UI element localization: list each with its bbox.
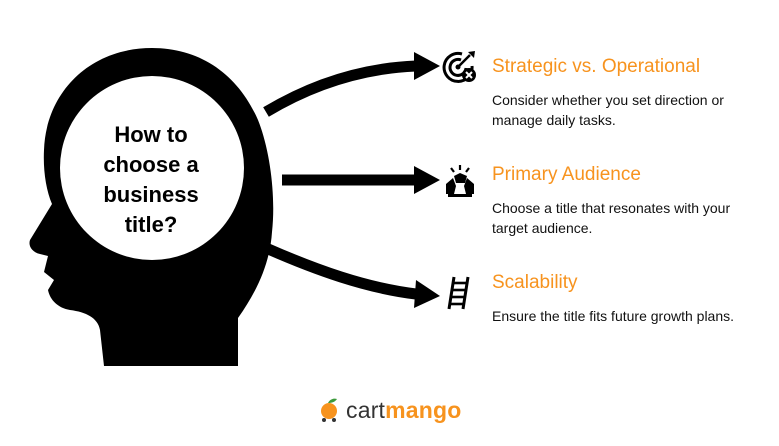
arrow-bottom-head <box>414 280 440 308</box>
item-title-scalability: Scalability <box>492 272 578 293</box>
item-title-audience: Primary Audience <box>492 164 641 185</box>
mango-cart-icon <box>321 398 337 422</box>
ladder-icon <box>447 276 470 310</box>
brand-logo: cartmango <box>318 396 462 424</box>
item-desc-scalability: Ensure the title fits future growth plan… <box>492 308 735 324</box>
center-line: choose a <box>103 152 199 177</box>
center-line: How to <box>114 122 188 147</box>
brand-text-cart: cart <box>346 396 386 423</box>
item-desc-strategic: Consider whether you set direction or ma… <box>492 92 724 128</box>
center-question: How to choose a business title? <box>84 120 218 240</box>
head-circle <box>60 76 244 260</box>
item-title-strategic: Strategic vs. Operational <box>492 56 701 77</box>
arrow-top <box>263 60 417 117</box>
arrow-top-head <box>414 52 440 80</box>
item-desc-audience: Choose a title that resonates with your … <box>492 200 731 236</box>
arrow-middle-head <box>414 166 440 194</box>
center-line: business <box>103 182 199 207</box>
center-line: title? <box>124 212 178 237</box>
arrow-bottom <box>263 242 417 300</box>
target-x-icon <box>442 51 476 83</box>
audience-gem-icon <box>446 165 474 197</box>
brand-text-mango: mango <box>385 396 462 423</box>
